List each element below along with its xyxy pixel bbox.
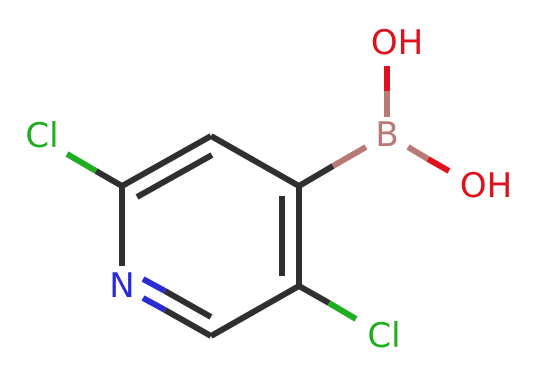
- ring-bonds: [119, 133, 302, 339]
- hydroxyl-label-top: OH: [371, 23, 423, 63]
- bond-n-c6-half-c: [163, 307, 213, 339]
- chlorine-label-2: Cl: [25, 116, 58, 156]
- atom-labels: Cl N B OH OH Cl: [25, 23, 512, 356]
- bond-c2-c3-inner: [135, 152, 214, 200]
- bond-c5-cl-half-c: [297, 283, 331, 306]
- chlorine-label-5: Cl: [367, 316, 400, 356]
- bond-n-c6-inner-half-c: [163, 288, 213, 320]
- bond-b-oh2-half-o: [426, 156, 451, 174]
- bond-c4-b-half-c: [297, 163, 335, 189]
- bond-c2-cl-half-cl: [65, 151, 98, 174]
- bond-c4-b-half-b: [331, 144, 368, 169]
- bond-c2-cl-half-c: [94, 168, 124, 189]
- bond-n-c6-half-n: [141, 295, 167, 313]
- bond-b-oh2-half-b: [406, 144, 430, 162]
- bond-c3-c4: [209, 133, 301, 189]
- bond-n-c6-inner-half-n: [141, 276, 167, 294]
- hydroxyl-label-right: OH: [460, 166, 512, 206]
- bond-c6-c5: [209, 283, 301, 339]
- nitrogen-label: N: [109, 266, 134, 306]
- boron-label: B: [375, 115, 398, 155]
- bond-c2-c3: [120, 133, 213, 189]
- substituent-bonds: [65, 66, 451, 322]
- bond-c5-cl-half-cl: [327, 300, 358, 322]
